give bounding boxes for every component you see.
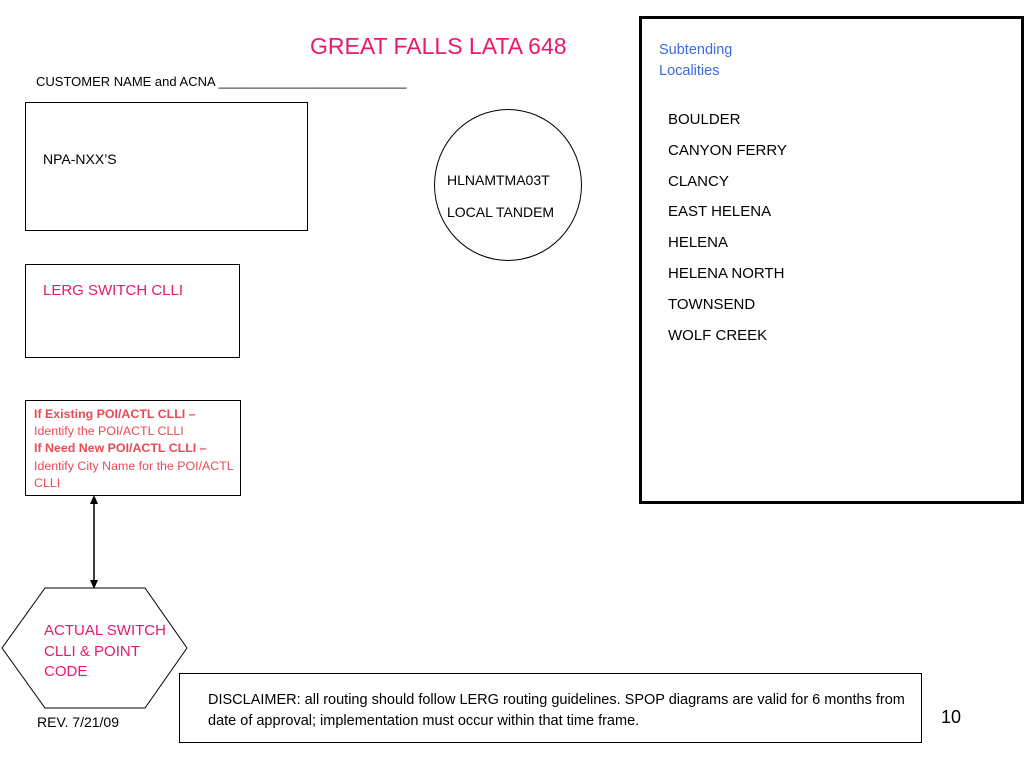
revision-date: REV. 7/21/09 — [37, 714, 119, 730]
double-arrow-connector — [90, 495, 98, 589]
poi-existing-text: Identify the POI/ACTL CLLI — [34, 424, 184, 439]
locality-item: TOWNSEND — [668, 295, 756, 313]
localities-header: Subtending Localities — [659, 42, 733, 79]
locality-item: HELENA NORTH — [668, 264, 785, 282]
locality-item: CLANCY — [668, 172, 729, 190]
disclaimer-text: DISCLAIMER: all routing should follow LE… — [208, 692, 905, 729]
locality-item: EAST HELENA — [668, 203, 772, 221]
actual-switch-label: ACTUAL SWITCH CLLI & POINT CODE — [44, 622, 166, 680]
poi-existing-bold: If Existing POI/ACTL CLLI – — [34, 407, 196, 421]
locality-item: HELENA — [668, 234, 729, 252]
local-tandem-circle: HLNAMTMA03T LOCAL TANDEM — [434, 109, 582, 261]
poi-need-text: Identify City Name for the POI/ACTL CLLI — [34, 458, 234, 490]
page-title: GREAT FALLS LATA 648 — [310, 33, 567, 59]
disclaimer-box: DISCLAIMER: all routing should follow LE… — [179, 673, 922, 743]
locality-item: BOULDER — [668, 111, 741, 128]
lerg-switch-box: LERG SWITCH CLLI — [25, 264, 240, 358]
poi-need-bold: If Need New POI/ACTL CLLI – — [34, 441, 207, 456]
npa-nxx-box: NPA-NXX’S — [25, 102, 308, 231]
tandem-type: LOCAL TANDEM — [447, 204, 555, 220]
customer-name-field-label: CUSTOMER NAME and ACNA _________________… — [36, 74, 407, 89]
subtending-localities-panel: Subtending Localities BOULDER CANYON FER… — [639, 16, 1024, 504]
locality-item: WOLF CREEK — [668, 326, 768, 344]
npa-nxx-label: NPA-NXX’S — [43, 151, 117, 167]
tandem-clli: HLNAMTMA03T — [447, 172, 550, 188]
page-number: 10 — [941, 707, 962, 727]
localities-list: BOULDER CANYON FERRY CLANCY EAST HELENA … — [668, 110, 787, 356]
locality-item: CANYON FERRY — [668, 141, 787, 159]
actual-switch-hexagon — [1, 587, 188, 709]
poi-actl-box: If Existing POI/ACTL CLLI – Identify the… — [25, 400, 241, 496]
lerg-switch-label: LERG SWITCH CLLI — [43, 282, 184, 299]
poi-actl-instructions: If Existing POI/ACTL CLLI – Identify the… — [34, 406, 234, 492]
